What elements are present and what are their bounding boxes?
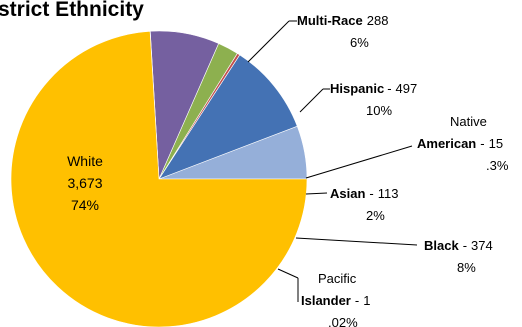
asian-label-name: Asian	[330, 186, 365, 201]
pacific-label-line2: Islander	[301, 293, 351, 308]
asian-label-value: 113	[378, 186, 399, 201]
multirace-leader-line	[247, 20, 290, 63]
black-leader-line	[295, 237, 418, 246]
hispanic-leader-line	[299, 88, 324, 113]
hispanic-percent-label: 10%	[366, 103, 392, 118]
black-label-name: Black	[424, 238, 459, 253]
multirace-label-name: Multi-Race	[297, 13, 363, 28]
white-slice	[10, 30, 308, 327]
pacific-percent-label: .02%	[328, 315, 358, 327]
native-label-line1: Native	[450, 114, 487, 129]
black-label: Black-374	[424, 238, 493, 253]
multirace-percent-label: 6%	[350, 35, 369, 50]
white-label-name: White	[67, 153, 103, 169]
pacific-label: Islander-1	[301, 293, 370, 308]
black-percent-label: 8%	[457, 260, 476, 275]
black-label-value: 374	[471, 238, 493, 253]
white-percent-label: 74%	[71, 197, 99, 213]
pie-slices	[10, 30, 308, 327]
native-label-value: 15	[489, 136, 503, 151]
hispanic-slice	[158, 54, 298, 180]
asian-leader-line	[305, 192, 328, 195]
chart-title: strict Ethnicity	[0, 0, 144, 21]
hispanic-label: Hispanic-497	[330, 81, 417, 96]
hispanic-label-value: 497	[396, 81, 418, 96]
pacific-label-line1: Pacific	[318, 271, 357, 286]
pacific-label-value: 1	[363, 293, 370, 308]
asian-percent-label: 2%	[366, 208, 385, 223]
native-label-line2: American	[417, 136, 476, 151]
native-percent-label: .3%	[486, 158, 509, 173]
multirace-label: Multi-Race 288	[297, 13, 388, 28]
native-label: American-15	[417, 136, 503, 151]
hispanic-label-name: Hispanic	[330, 81, 384, 96]
native-leader-line	[305, 145, 413, 179]
multirace-label-value: 288	[367, 13, 389, 28]
pacific-leader-line	[277, 268, 299, 279]
white-label-value: 3,673	[67, 175, 102, 191]
asian-label: Asian-113	[330, 186, 398, 201]
